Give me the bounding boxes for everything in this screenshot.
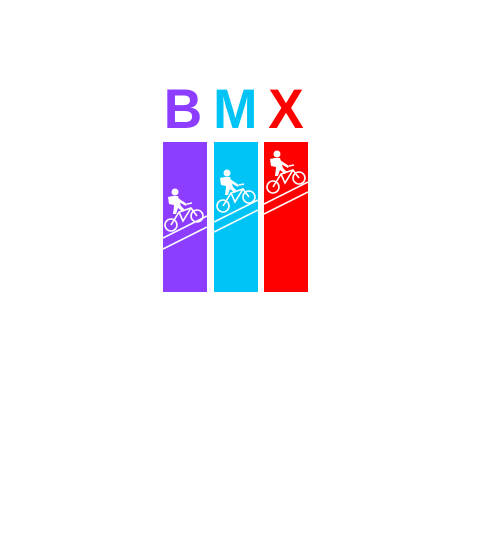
stripe-cyan — [214, 142, 258, 292]
stripe-red — [264, 142, 308, 292]
cyclist-icon — [264, 142, 308, 292]
letter-x: X — [268, 77, 304, 140]
cyclist-icon — [163, 142, 207, 292]
letter-b: B — [163, 77, 203, 140]
cyclist-icon — [214, 142, 258, 292]
logo-wordmark: B M X — [160, 78, 312, 140]
bmx-logo: B M X — [160, 78, 312, 294]
letter-m: M — [213, 77, 258, 140]
stripe-purple — [163, 142, 207, 292]
